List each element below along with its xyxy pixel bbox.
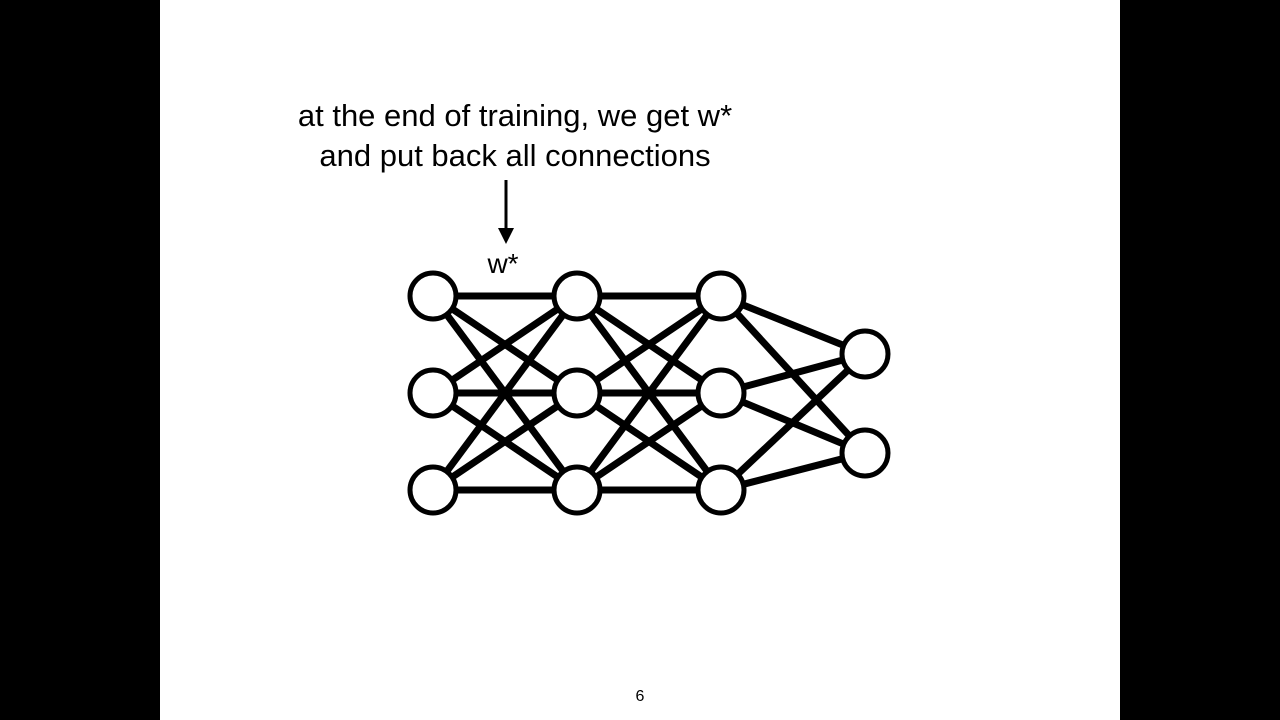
- connection-l2n3-l3n1: [587, 312, 711, 474]
- neuron-layer3-1: [695, 270, 747, 322]
- neuron-layer4-1: [839, 328, 891, 380]
- neuron-layer1-1: [407, 270, 459, 322]
- connection-l1n3-l2n1: [443, 312, 567, 474]
- connection-l2n2-l3n1: [594, 305, 704, 384]
- neuron-layer2-3: [551, 464, 603, 516]
- slide: at the end of training, we get w* and pu…: [160, 0, 1120, 720]
- neuron-layer1-3: [407, 464, 459, 516]
- connection-l3n3-l4n2: [742, 455, 844, 488]
- connection-l1n3-l2n2: [450, 402, 560, 481]
- neuron-layer2-2: [551, 367, 603, 419]
- connection-l3n2-l4n1: [742, 356, 844, 391]
- neural-network-diagram: w*: [407, 180, 891, 516]
- connection-l2n3-l3n2: [594, 402, 704, 481]
- neuron-layer2-1: [551, 270, 603, 322]
- pointer-arrowhead: [498, 228, 514, 244]
- connection-l3n3-l4n1: [735, 367, 851, 477]
- neuron-layer3-2: [695, 367, 747, 419]
- weight-label: w*: [486, 248, 518, 279]
- slide-caption: at the end of training, we get w* and pu…: [160, 96, 870, 176]
- neuron-layer4-2: [839, 427, 891, 479]
- caption-line-1: at the end of training, we get w*: [297, 98, 733, 133]
- neurons-group: [407, 270, 891, 516]
- neuron-layer1-2: [407, 367, 459, 419]
- connections-group: [443, 292, 853, 494]
- caption-line-2: and put back all connections: [319, 138, 711, 173]
- slide-number: 6: [635, 688, 645, 705]
- connection-l1n2-l2n1: [450, 305, 560, 384]
- neuron-layer3-3: [695, 464, 747, 516]
- connection-l3n1-l4n1: [740, 301, 846, 349]
